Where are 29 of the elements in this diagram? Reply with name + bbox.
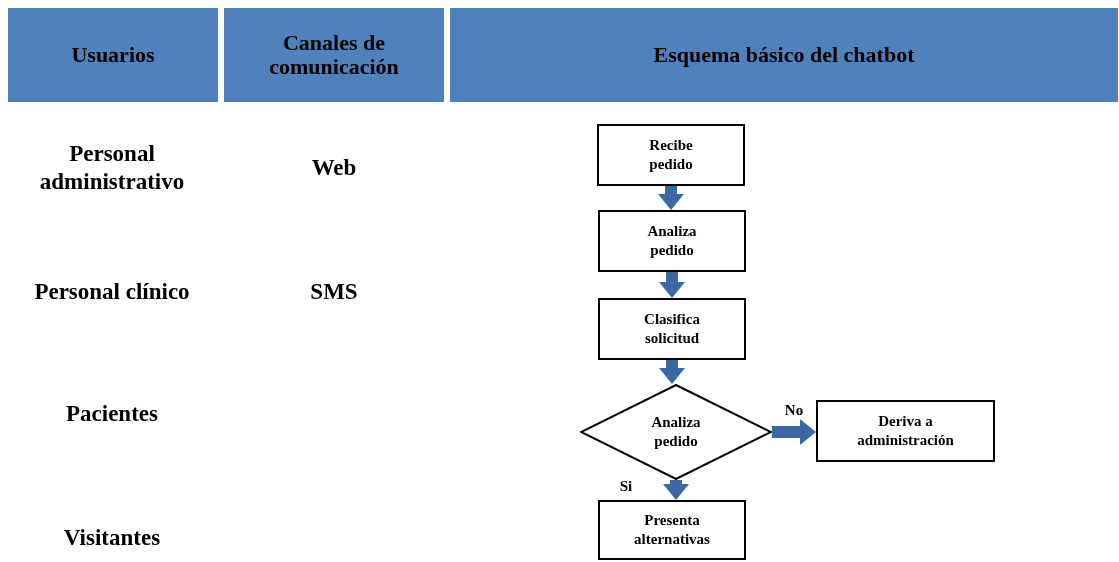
table-cell-text: Pacientes	[65, 400, 159, 428]
step-text: Clasifica solicitud	[643, 309, 701, 348]
column-heading: Usuarios	[71, 42, 155, 68]
column-heading: Esquema básico del chatbot	[653, 42, 915, 68]
header-band	[450, 8, 1118, 102]
header-band	[8, 8, 218, 102]
step-text: Presenta alternativas	[633, 510, 711, 549]
block-arrow	[659, 360, 685, 384]
step-text: Deriva a administración	[856, 411, 955, 450]
table-cell-text: Web	[310, 154, 358, 182]
table-cell-text: Personal administrativo	[38, 140, 186, 196]
process-box	[598, 500, 746, 560]
column-heading: Canales de comunicación	[268, 30, 400, 80]
block-arrow	[658, 186, 684, 210]
step-text: Recibe pedido	[648, 135, 694, 174]
table-cell-text: Personal clínico	[33, 278, 191, 306]
process-box	[598, 298, 746, 360]
block-arrow	[772, 419, 816, 445]
process-box	[597, 124, 745, 186]
block-arrow	[663, 480, 689, 500]
block-arrow	[659, 272, 685, 298]
table-cell-text: SMS	[309, 278, 359, 306]
process-box	[598, 210, 746, 272]
decision-diamond	[580, 384, 772, 480]
step-text: Analiza pedido	[646, 221, 698, 260]
step-text: Analiza pedido	[650, 412, 702, 451]
process-box	[816, 400, 995, 462]
table-cell-text: Visitantes	[62, 524, 162, 552]
header-band	[224, 8, 444, 102]
